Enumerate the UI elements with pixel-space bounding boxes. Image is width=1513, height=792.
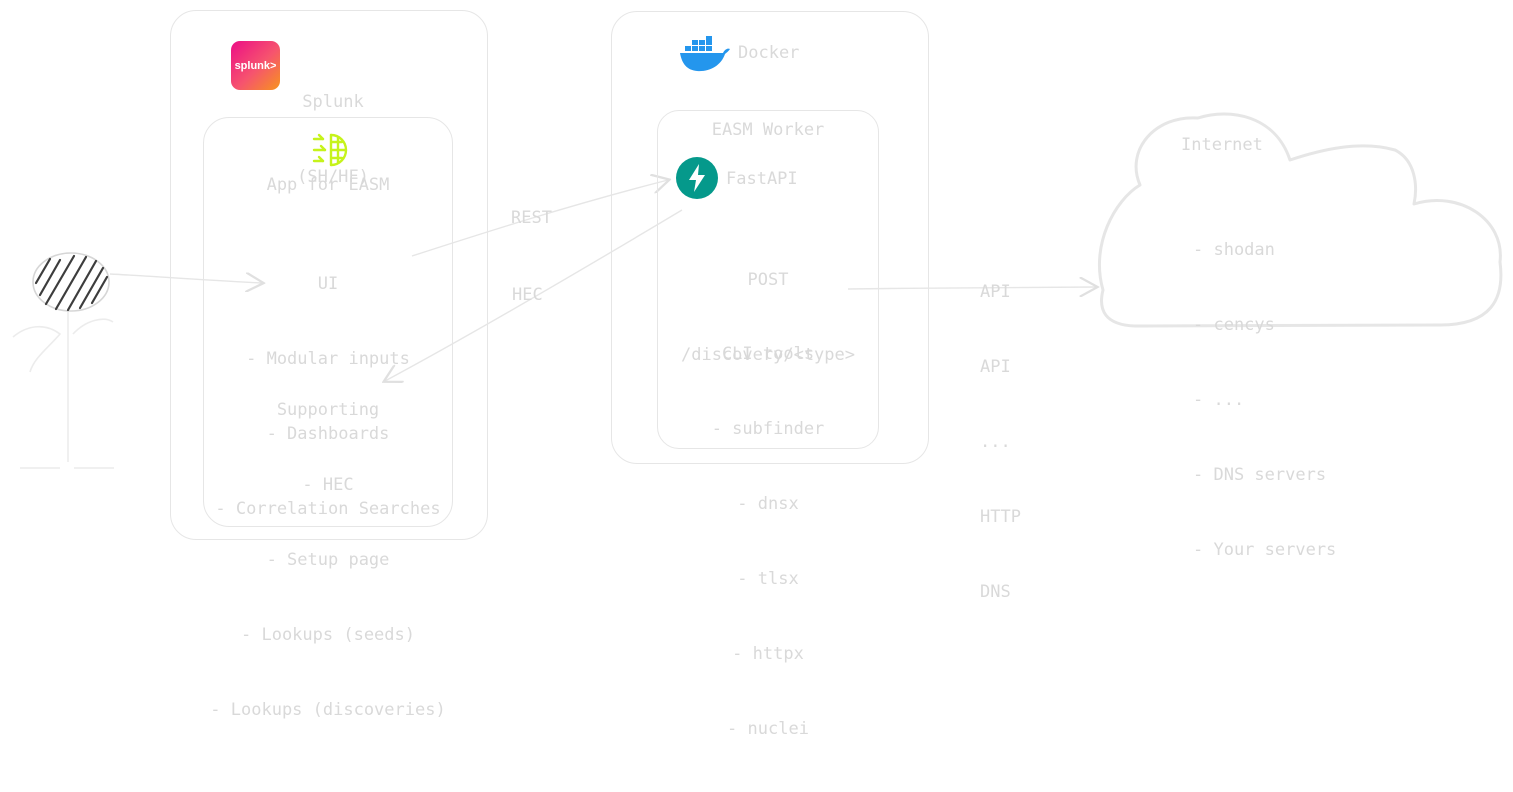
internet-item: - ... — [1193, 390, 1245, 410]
protocol-line: API — [980, 357, 1011, 377]
worker-cli-line: - subfinder — [711, 419, 825, 439]
app-ui-section: UI - Modular inputs - Dashboards - Corre… — [203, 222, 453, 572]
worker-endpoint-line: POST — [747, 270, 789, 290]
easm-worker-box — [657, 110, 879, 449]
protocol-line: API — [980, 282, 1011, 302]
app-supporting-line: - Lookups (discoveries) — [210, 700, 446, 720]
protocol-line: ... — [980, 432, 1011, 452]
edge-label-protocols: API API ... HTTP DNS — [980, 230, 1021, 655]
app-supporting-line: - HEC — [302, 475, 354, 495]
app-supporting-line: Supporting — [276, 400, 380, 420]
worker-endpoint-line: /discovery/<type> — [681, 345, 855, 365]
worker-cli-tools: CLI tools - subfinder - dnsx - tlsx - ht… — [657, 292, 879, 792]
worker-title: EASM Worker — [711, 120, 825, 140]
user-figure-icon — [12, 252, 114, 469]
fastapi-bolt-icon — [676, 157, 718, 199]
docker-title: Docker — [738, 43, 800, 63]
worker-cli-line: CLI tools — [721, 344, 815, 364]
splunk-title-line2: (SH/HF) — [297, 167, 369, 187]
user-to-app-arrow — [109, 274, 262, 283]
edge-label-hec: HEC — [512, 285, 543, 305]
app-supporting-line: - Lookups (seeds) — [241, 625, 415, 645]
internet-item: - shodan — [1193, 240, 1275, 260]
internet-item: - Your servers — [1193, 540, 1337, 560]
worker-endpoint: POST /discovery/<type> — [657, 218, 879, 418]
internet-item: - cencys — [1193, 315, 1275, 335]
docker-whale-icon — [680, 36, 730, 72]
splunk-title: Splunk (SH/HF) — [285, 40, 381, 240]
protocol-line: HTTP — [980, 507, 1021, 527]
internet-title: Internet — [1181, 135, 1263, 155]
architecture-diagram: splunk> Splunk (SH/HF) App for EASM UI -… — [12, 10, 1503, 739]
internet-items: - shodan - cencys - ... - DNS servers - … — [1193, 188, 1336, 613]
worker-cli-line: - httpx — [732, 644, 804, 664]
worker-cli-line: - tlsx — [737, 569, 799, 589]
easm-app-icon — [312, 133, 348, 167]
app-supporting-section: Supporting - HEC - Setup page - Lookups … — [203, 348, 453, 773]
worker-cli-line: - nuclei — [727, 719, 809, 739]
splunk-container — [170, 10, 488, 540]
diagram-connectors — [12, 112, 1503, 469]
hec-arrow — [385, 209, 683, 381]
fastapi-label: FastAPI — [726, 169, 798, 189]
protocol-line: DNS — [980, 582, 1011, 602]
splunk-title-line1: Splunk — [302, 92, 364, 112]
app-ui-line: UI — [317, 274, 339, 294]
edge-label-rest: REST — [511, 208, 552, 228]
internet-item: - DNS servers — [1193, 465, 1327, 485]
rest-arrow — [411, 180, 668, 257]
worker-cli-line: - dnsx — [737, 494, 799, 514]
app-title: App for EASM — [266, 175, 390, 195]
splunk-logo: splunk> — [231, 41, 280, 90]
docker-container — [611, 11, 929, 464]
app-ui-line: - Modular inputs — [246, 349, 410, 369]
easm-app-box — [203, 117, 453, 527]
app-ui-line: - Correlation Searches — [215, 499, 441, 519]
app-ui-line: - Dashboards — [266, 424, 390, 444]
internet-cloud-icon — [1097, 112, 1503, 328]
splunk-logo-text: splunk> — [234, 59, 277, 72]
